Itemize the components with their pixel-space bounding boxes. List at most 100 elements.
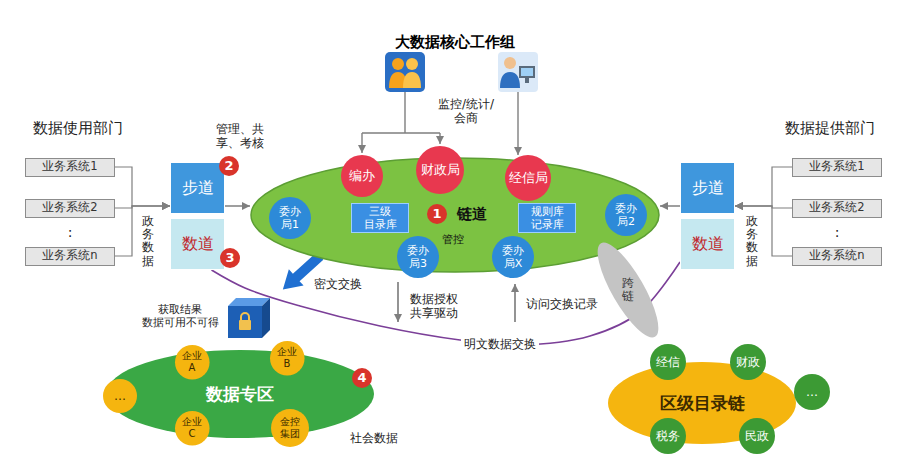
node-content: 委办 局X (501, 244, 525, 270)
operator-icon (498, 52, 538, 92)
outline-shape (650, 418, 686, 454)
system-box: 业务系统n (25, 247, 115, 266)
callout-number: 2 (219, 156, 239, 176)
outline-shape (270, 341, 305, 376)
node-text: 跨链 (622, 277, 634, 303)
node-text: 业务系统n (809, 249, 864, 263)
system-box: 业务系统2 (792, 199, 882, 218)
node-content: 业务系统n (809, 249, 864, 263)
callout-number: 1 (427, 204, 447, 224)
vertical-label: 政务数据 (142, 215, 154, 268)
agency-circle: 经信局 (504, 154, 552, 202)
node-content: 民政 (745, 429, 769, 443)
node-text: 数道 (692, 234, 724, 253)
icon-background (498, 52, 538, 92)
bureau-circle: 委办 局2 (604, 193, 648, 237)
node-text: 委办 局3 (406, 244, 430, 270)
node-content: 企业 A (181, 350, 203, 374)
system-box: 业务系统2 (25, 199, 115, 218)
label: 数据使用部门 (33, 119, 123, 137)
node-content: 区级目录链 (660, 393, 745, 413)
callout-number: 3 (220, 248, 240, 268)
label: : (835, 224, 840, 241)
node-content: 步道 (182, 178, 214, 197)
node-text: 税务 (656, 429, 680, 443)
label: 数据提供部门 (785, 119, 875, 137)
rule-box: 规则库 记录库 (518, 203, 576, 233)
node-content: 三级 目录库 (362, 205, 398, 231)
person-head (504, 57, 516, 69)
node-text: 财政局 (421, 162, 460, 178)
node-text: 步道 (182, 178, 214, 197)
node-content: 税务 (656, 429, 680, 443)
member-circle: 企业 C (174, 410, 211, 447)
connector (225, 205, 250, 207)
label: 获取结果 数据可用不可得 (138, 303, 222, 329)
data-zone-ellipse: 数据专区企业 A 企业 B … 企业 C 金控 集团 (105, 349, 375, 439)
outline-shape (106, 350, 374, 438)
outline-shape (175, 411, 210, 446)
member-circle: 金控 集团 (270, 408, 310, 448)
node-content: 委办 局1 (278, 205, 302, 231)
person-body (500, 72, 520, 88)
outline-shape (730, 344, 766, 380)
connector (735, 167, 792, 206)
outline-shape (103, 379, 137, 413)
node-text: 管控 (442, 233, 464, 246)
icon-background (385, 52, 425, 92)
node-text: 业务系统1 (809, 160, 864, 174)
vertical-label: 政务数据 (746, 215, 758, 268)
node-content: 企业 C (181, 416, 203, 440)
node-content: 企业 B (276, 346, 298, 370)
node-text: 规则库 记录库 (529, 205, 565, 231)
data-gateway-box: 数道 (170, 218, 225, 270)
system-box: 业务系统1 (792, 158, 882, 177)
bureau-circle: 委办 局3 (396, 235, 440, 279)
lock-shackle (241, 313, 249, 321)
authorize-arrow (397, 282, 398, 322)
person-body (403, 72, 421, 88)
monitor-arrow (517, 92, 518, 155)
bureau-circle: 委办 局1 (268, 196, 312, 240)
data-gateway-box: 数道 (680, 218, 735, 270)
monitor-arrow (439, 133, 440, 144)
callout-number: 4 (352, 368, 372, 388)
label: 监控/统计/ 会商 (434, 97, 498, 126)
node-content: 经信 (656, 355, 680, 369)
outline-shape (175, 345, 210, 380)
connector (735, 206, 792, 256)
bureau-circle: 委办 局X (491, 235, 535, 279)
outline-shape (492, 236, 534, 278)
outline-shape (341, 155, 383, 197)
group-icon (385, 52, 425, 92)
node-text: 业务系统1 (42, 160, 97, 174)
record-arrow (514, 284, 515, 322)
outline-shape (269, 197, 311, 239)
diagram-title: 大数据核心工作组 (395, 33, 515, 51)
agency-circle: 编办 (340, 154, 384, 198)
department-circle: … (793, 373, 831, 411)
cube-front (228, 306, 262, 338)
node-content: 金控 集团 (279, 416, 301, 440)
monitor-stand (525, 78, 529, 83)
member-circle: … (102, 378, 138, 414)
node-text: 数据专区 (206, 384, 274, 404)
node-text: 编办 (349, 168, 375, 184)
system-box: 业务系统1 (25, 158, 115, 177)
outline-shape (416, 146, 464, 194)
district-chain-ellipse: 区级目录链经信财政…税务民政 (607, 361, 797, 445)
node-text: 委办 局2 (614, 202, 638, 228)
label: 社会数据 (350, 431, 398, 445)
node-text: 业务系统n (42, 249, 97, 263)
outline-shape (587, 235, 669, 345)
member-circle: 企业 A (174, 344, 211, 381)
node-content: 财政局 (421, 162, 460, 178)
label: 管理、共 享、考核 (215, 122, 265, 151)
node-content: 规则库 记录库 (529, 205, 565, 231)
outline-shape (605, 194, 647, 236)
node-text: … (114, 389, 126, 403)
monitor-screen (521, 68, 533, 76)
node-content: 业务系统1 (809, 160, 864, 174)
department-circle: 民政 (738, 417, 776, 455)
